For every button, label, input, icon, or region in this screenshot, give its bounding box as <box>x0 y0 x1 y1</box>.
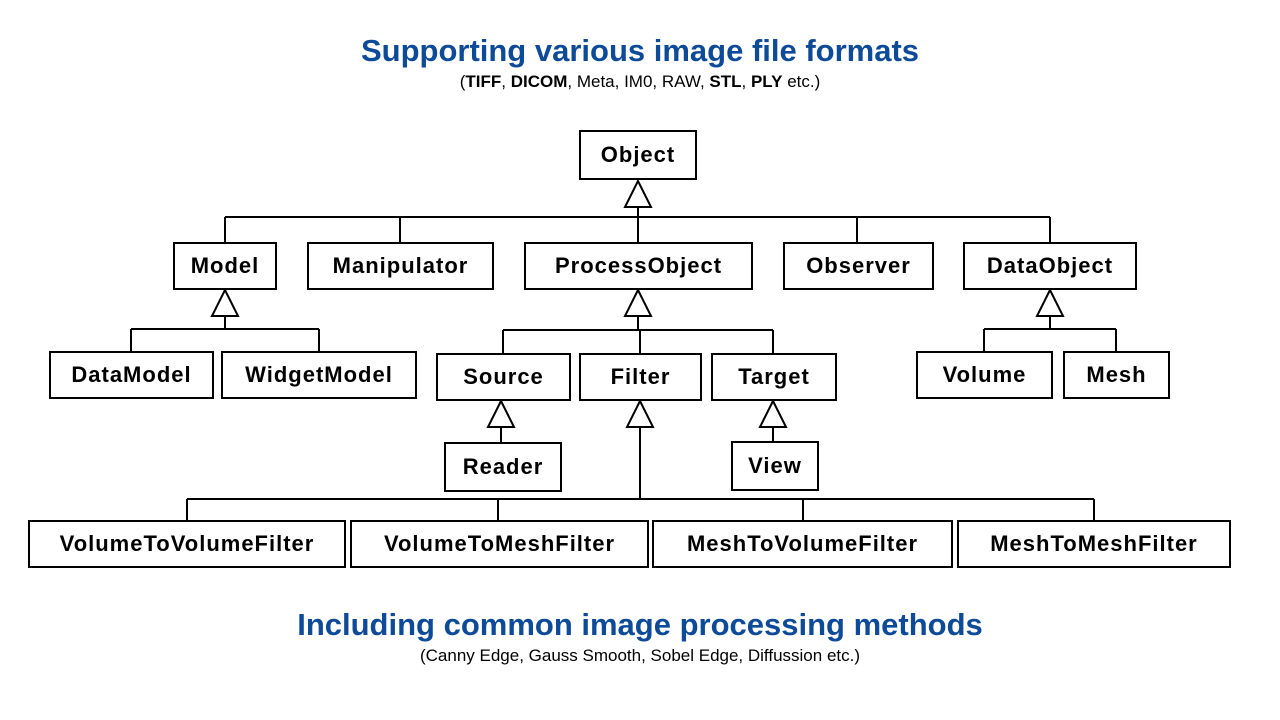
header-formats: (TIFF, DICOM, Meta, IM0, RAW, STL, PLY e… <box>459 72 821 91</box>
class-manipulator: Manipulator <box>307 242 494 290</box>
class-observer: Observer <box>783 242 934 290</box>
class-source: Source <box>436 353 571 401</box>
class-mesh: Mesh <box>1063 351 1170 399</box>
inheritance-arrow-target <box>758 398 788 428</box>
inheritance-arrow-filter <box>625 398 655 428</box>
class-reader: Reader <box>444 442 562 492</box>
class-process-object: ProcessObject <box>524 242 753 290</box>
class-volume: Volume <box>916 351 1053 399</box>
footer-title: Including common image processing method… <box>297 607 983 642</box>
inheritance-arrow-model <box>210 287 240 317</box>
class-filter: Filter <box>579 353 702 401</box>
inheritance-arrow-data-object <box>1035 287 1065 317</box>
class-model: Model <box>173 242 277 290</box>
inheritance-arrow-process-object <box>623 287 653 317</box>
class-mesh-to-mesh-filter: MeshToMeshFilter <box>957 520 1231 568</box>
class-mesh-to-volume-filter: MeshToVolumeFilter <box>652 520 953 568</box>
class-widget-model: WidgetModel <box>221 351 417 399</box>
class-view: View <box>731 441 819 491</box>
class-target: Target <box>711 353 837 401</box>
class-data-model: DataModel <box>49 351 214 399</box>
inheritance-arrow-object <box>623 178 653 208</box>
header-title: Supporting various image file formats <box>360 33 920 68</box>
inheritance-arrow-source <box>486 398 516 428</box>
class-volume-to-mesh-filter: VolumeToMeshFilter <box>350 520 649 568</box>
class-data-object: DataObject <box>963 242 1137 290</box>
class-volume-to-volume-filter: VolumeToVolumeFilter <box>28 520 346 568</box>
footer-methods: (Canny Edge, Gauss Smooth, Sobel Edge, D… <box>419 646 861 665</box>
class-object: Object <box>579 130 697 180</box>
